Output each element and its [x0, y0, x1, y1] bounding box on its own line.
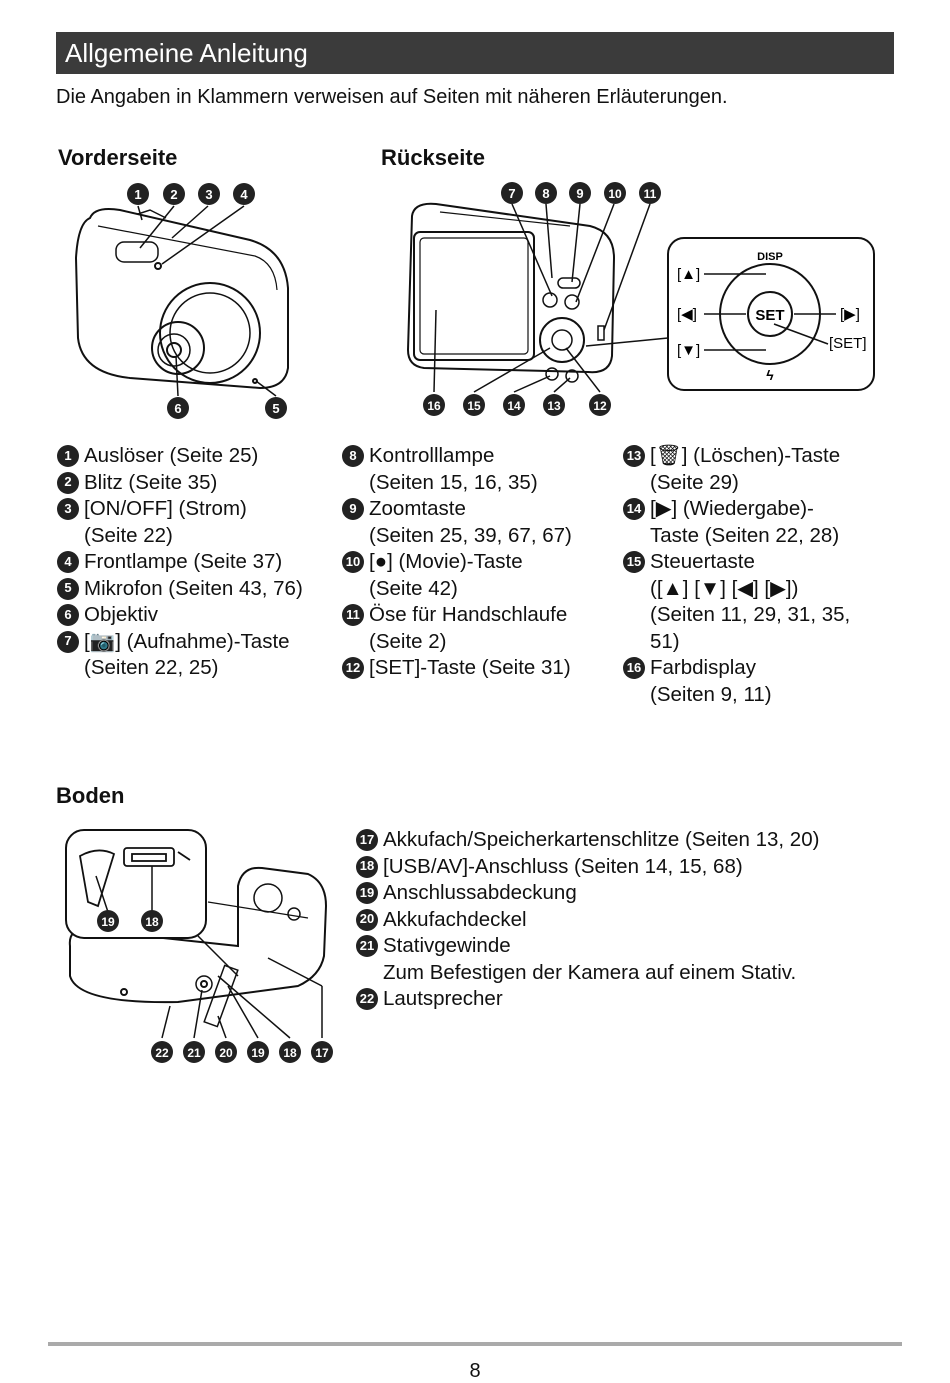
control-pad-detail: DISP SET ϟ [▲] [◀] [▶] [▼] [SET] — [667, 237, 875, 391]
svg-text:[◀]: [◀] — [677, 306, 697, 323]
list-item: 14[▶] (Wiedergabe)- Taste (Seiten 22, 28… — [623, 496, 883, 549]
svg-text:[▶]: [▶] — [840, 306, 860, 323]
footer-divider — [48, 1342, 902, 1346]
svg-text:7: 7 — [508, 186, 515, 201]
svg-text:18: 18 — [283, 1046, 297, 1060]
camera-front-illustration: 1 2 3 4 6 5 — [74, 183, 289, 419]
svg-text:20: 20 — [219, 1046, 233, 1060]
svg-text:15: 15 — [467, 399, 481, 413]
front-heading: Vorderseite — [58, 145, 178, 170]
svg-text:4: 4 — [240, 187, 248, 202]
svg-text:1: 1 — [134, 187, 141, 202]
svg-text:14: 14 — [507, 399, 521, 413]
list-item: 3[ON/OFF] (Strom) (Seite 22) — [57, 496, 337, 549]
svg-text:5: 5 — [272, 401, 279, 416]
svg-text:ϟ: ϟ — [766, 367, 774, 383]
svg-text:[▼]: [▼] — [677, 342, 700, 359]
svg-text:DISP: DISP — [757, 251, 783, 263]
svg-text:2: 2 — [170, 187, 177, 202]
svg-text:[▲]: [▲] — [677, 266, 700, 283]
list-item: 10[●] (Movie)-Taste (Seite 42) — [342, 549, 612, 602]
svg-text:16: 16 — [427, 399, 441, 413]
svg-text:9: 9 — [576, 186, 583, 201]
svg-text:12: 12 — [593, 399, 607, 413]
page-number: 8 — [469, 1360, 481, 1382]
camera-back-illustration: 7 8 9 10 11 16 15 14 13 12 DISP SET ϟ [▲… — [406, 182, 875, 416]
svg-text:11: 11 — [644, 187, 657, 201]
intro-text: Die Angaben in Klammern verweisen auf Se… — [56, 86, 728, 108]
section-header: Allgemeine Anleitung — [56, 32, 894, 74]
svg-text:SET: SET — [755, 307, 784, 324]
svg-text:13: 13 — [547, 399, 561, 413]
svg-text:6: 6 — [174, 401, 181, 416]
svg-text:[SET]: [SET] — [829, 335, 867, 352]
svg-text:19: 19 — [101, 915, 115, 929]
svg-text:8: 8 — [542, 186, 549, 201]
svg-text:17: 17 — [315, 1046, 329, 1060]
list-item: 18[USB/AV]-Anschluss (Seiten 14, 15, 68) — [356, 854, 886, 881]
bottom-heading: Boden — [56, 783, 125, 808]
svg-text:10: 10 — [608, 187, 622, 201]
list-item: 7[📷] (Aufnahme)-Taste (Seiten 22, 25) — [57, 629, 337, 682]
front-top-callouts: 1 2 3 4 6 5 — [127, 183, 287, 419]
svg-text:18: 18 — [145, 915, 159, 929]
list-item: 12[SET]-Taste (Seite 31) — [342, 655, 612, 682]
svg-text:19: 19 — [251, 1046, 265, 1060]
svg-text:22: 22 — [155, 1046, 169, 1060]
list-item: 13[🗑] (Löschen)-Taste (Seite 29) — [623, 443, 883, 496]
section-title: Allgemeine Anleitung — [65, 38, 308, 68]
svg-text:3: 3 — [205, 187, 212, 202]
parts-list-col3: 13[🗑] (Löschen)-Taste (Seite 29) 14[▶] (… — [623, 443, 883, 708]
svg-text:21: 21 — [187, 1046, 201, 1060]
back-heading: Rückseite — [381, 145, 485, 170]
camera-bottom-illustration: 19 18 22 21 20 19 18 17 — [65, 829, 333, 1063]
